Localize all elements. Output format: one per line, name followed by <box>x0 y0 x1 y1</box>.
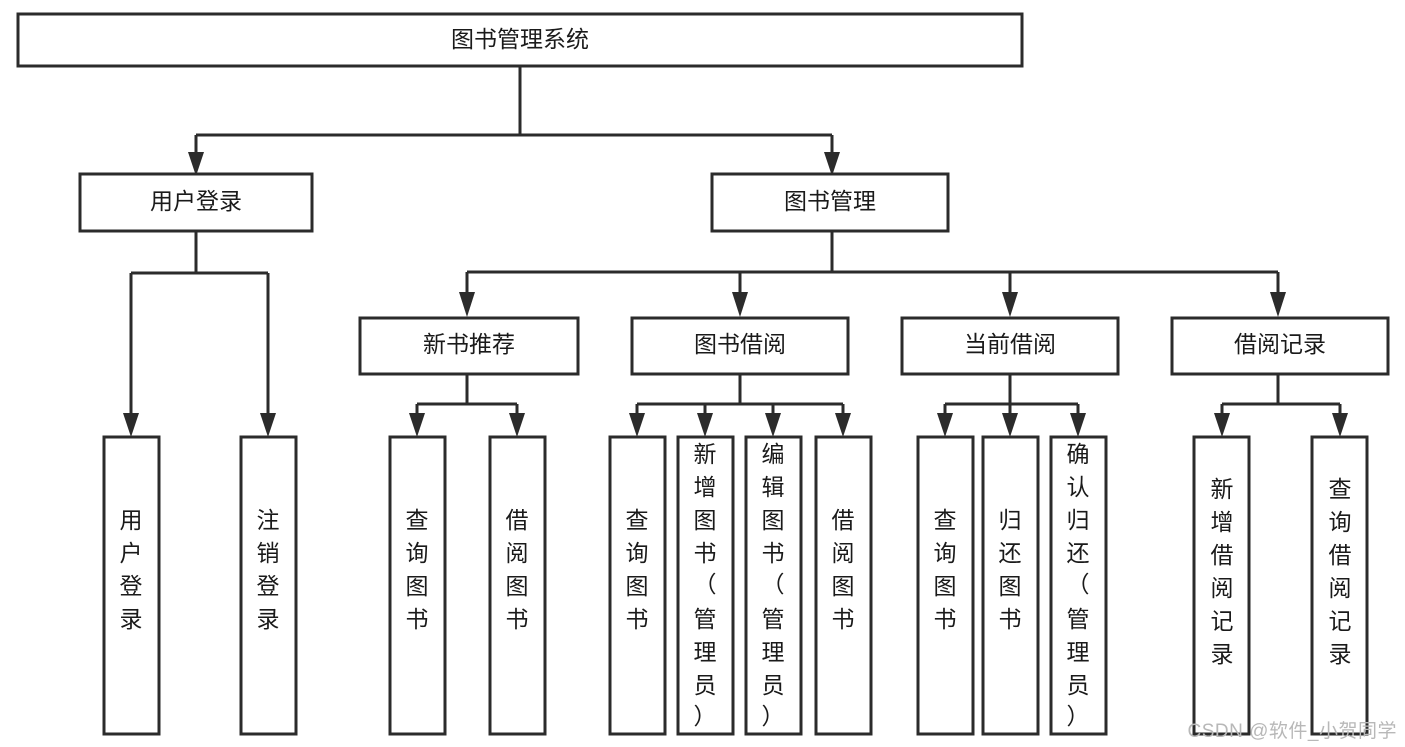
node-book-borrow[interactable]: 图书借阅 <box>630 316 850 376</box>
leaf-edit-book-admin-label: 编辑图书（管理员） <box>762 441 785 729</box>
leaf-query-book-2-box[interactable] <box>608 435 667 736</box>
leaf-return-book-label: 归还图书 <box>999 507 1022 632</box>
leaf-confirm-return-admin-box[interactable] <box>1049 435 1108 736</box>
leaf-query-book-2-label: 查询图书 <box>626 507 649 632</box>
leaf-borrow-book-1-label: 借阅图书 <box>506 507 529 632</box>
leaf-edit-book-admin[interactable]: 编辑图书（管理员） <box>744 435 803 736</box>
leaf-add-borrow-record-box[interactable] <box>1192 435 1251 736</box>
node-new-book-recommend-label: 新书推荐 <box>423 331 515 357</box>
node-user-login-box[interactable] <box>78 172 314 233</box>
node-current-borrow[interactable]: 当前借阅 <box>900 316 1120 376</box>
arrow-userlogin-to-leaf2 <box>260 413 276 437</box>
arrow-borrow-to-leaf5 <box>629 413 645 437</box>
arrow-borrow-to-leaf6 <box>697 413 713 437</box>
leaf-user-login-box[interactable] <box>102 435 161 736</box>
leaf-borrow-book-1[interactable]: 借阅图书 <box>488 435 547 736</box>
arrow-root-to-book-mgmt <box>824 152 840 176</box>
leaf-query-book-3-label: 查询图书 <box>934 507 957 632</box>
leaf-add-book-admin-label: 新增图书（管理员） <box>694 441 717 729</box>
node-current-borrow-label: 当前借阅 <box>964 331 1056 357</box>
leaf-query-book-1-box[interactable] <box>388 435 447 736</box>
node-root-label: 图书管理系统 <box>451 26 589 52</box>
leaf-confirm-return-admin-label: 确认归还（管理员） <box>1067 441 1090 729</box>
leaf-query-borrow-record-label: 查询借阅记录 <box>1329 476 1352 667</box>
leaf-add-borrow-record-label: 新增借阅记录 <box>1211 476 1234 667</box>
node-borrow-record-box[interactable] <box>1170 316 1390 376</box>
leaf-query-book-1-label: 查询图书 <box>406 507 429 632</box>
leaf-logout-label: 注销登录 <box>257 507 280 632</box>
arrow-record-to-leaf12 <box>1214 413 1230 437</box>
leaf-query-book-3-box[interactable] <box>916 435 975 736</box>
leaf-return-book[interactable]: 归还图书 <box>981 435 1040 736</box>
leaf-logout[interactable]: 注销登录 <box>239 435 298 736</box>
leaf-borrow-book-2-box[interactable] <box>814 435 873 736</box>
leaf-add-borrow-record[interactable]: 新增借阅记录 <box>1192 435 1251 736</box>
leaf-query-book-2[interactable]: 查询图书 <box>608 435 667 736</box>
arrow-borrow-to-leaf8 <box>835 413 851 437</box>
arrow-bookmgmt-to-newbook <box>459 292 475 317</box>
node-root[interactable]: 图书管理系统 <box>16 12 1024 68</box>
arrow-borrow-to-leaf7 <box>765 413 781 437</box>
node-root-box[interactable] <box>16 12 1024 68</box>
node-current-borrow-box[interactable] <box>900 316 1120 376</box>
edge-bookmgmt-bus <box>465 231 1280 301</box>
connector-layer <box>123 66 1348 437</box>
arrow-newbook-to-leaf4 <box>509 413 525 437</box>
edge-root-bus <box>194 66 834 162</box>
leaf-confirm-return-admin[interactable]: 确认归还（管理员） <box>1049 435 1108 736</box>
arrow-newbook-to-leaf3 <box>409 413 425 437</box>
arrow-bookmgmt-to-current <box>1002 292 1018 317</box>
leaf-logout-box[interactable] <box>239 435 298 736</box>
node-book-borrow-box[interactable] <box>630 316 850 376</box>
leaf-query-borrow-record[interactable]: 查询借阅记录 <box>1310 435 1369 736</box>
node-book-management-box[interactable] <box>710 172 950 233</box>
arrow-current-to-leaf11 <box>1070 413 1086 437</box>
leaf-user-login-label: 用户登录 <box>120 507 143 632</box>
leaf-add-book-admin-box[interactable] <box>676 435 735 736</box>
node-new-book-recommend-box[interactable] <box>358 316 580 376</box>
leaf-borrow-book-2[interactable]: 借阅图书 <box>814 435 873 736</box>
leaf-edit-book-admin-box[interactable] <box>744 435 803 736</box>
arrow-current-to-leaf9 <box>937 413 953 437</box>
leaf-query-book-3[interactable]: 查询图书 <box>916 435 975 736</box>
edge-newbook-bus <box>415 374 519 423</box>
node-new-book-recommend[interactable]: 新书推荐 <box>358 316 580 376</box>
leaf-query-borrow-record-box[interactable] <box>1310 435 1369 736</box>
leaf-query-book-1[interactable]: 查询图书 <box>388 435 447 736</box>
arrow-bookmgmt-to-record <box>1270 292 1286 317</box>
node-user-login-label: 用户登录 <box>150 188 242 214</box>
arrow-bookmgmt-to-borrow <box>732 292 748 317</box>
leaf-borrow-book-1-box[interactable] <box>488 435 547 736</box>
arrow-userlogin-to-leaf1 <box>123 413 139 437</box>
leaf-add-book-admin[interactable]: 新增图书（管理员） <box>676 435 735 736</box>
node-borrow-record[interactable]: 借阅记录 <box>1170 316 1390 376</box>
node-user-login[interactable]: 用户登录 <box>78 172 314 233</box>
node-book-management-label: 图书管理 <box>784 188 876 214</box>
edge-borrow-bus <box>635 374 845 423</box>
node-borrow-record-label: 借阅记录 <box>1234 331 1326 357</box>
arrow-record-to-leaf13 <box>1332 413 1348 437</box>
edge-record-bus <box>1220 374 1342 423</box>
edge-userlogin-bus <box>129 231 270 423</box>
arrow-current-to-leaf10 <box>1002 413 1018 437</box>
leaf-user-login[interactable]: 用户登录 <box>102 435 161 736</box>
leaf-return-book-box[interactable] <box>981 435 1040 736</box>
arrow-root-to-user-login <box>188 152 204 176</box>
node-book-borrow-label: 图书借阅 <box>694 331 786 357</box>
leaf-borrow-book-2-label: 借阅图书 <box>832 507 855 632</box>
node-book-management[interactable]: 图书管理 <box>710 172 950 233</box>
